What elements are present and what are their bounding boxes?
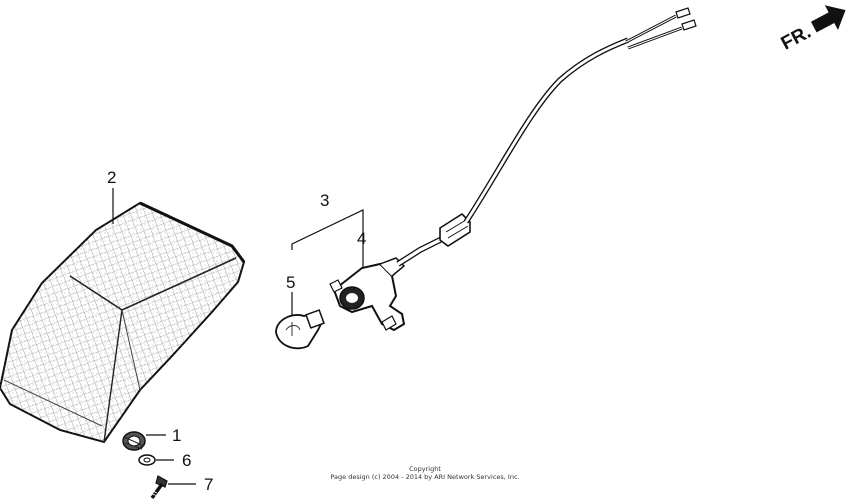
tapping-screw xyxy=(149,475,168,500)
callout-1: 1 xyxy=(172,426,181,445)
front-direction-arrow-icon: FR. xyxy=(778,5,846,55)
bulb xyxy=(275,309,325,350)
copyright-notice: Copyright Page design (c) 2004 - 2014 by… xyxy=(0,465,850,481)
callout-2: 2 xyxy=(107,168,116,187)
callout-3: 3 xyxy=(320,191,329,210)
callout-5: 5 xyxy=(286,273,295,292)
callout-4: 4 xyxy=(357,229,366,248)
copyright-line-1: Copyright xyxy=(409,465,441,473)
callout-6: 6 xyxy=(182,451,191,470)
wire-harness xyxy=(396,7,697,267)
callout-7: 7 xyxy=(204,475,213,494)
grommet xyxy=(122,431,146,451)
leader-lines xyxy=(112,188,364,485)
tail-light-lens xyxy=(0,201,246,444)
direction-label: FR. xyxy=(778,22,815,55)
washer xyxy=(138,454,156,466)
callout-numbers: 2 1 6 7 3 4 5 xyxy=(107,168,366,494)
copyright-line-2: Page design (c) 2004 - 2014 by ARI Netwo… xyxy=(330,473,520,481)
bulb-socket xyxy=(329,257,406,332)
